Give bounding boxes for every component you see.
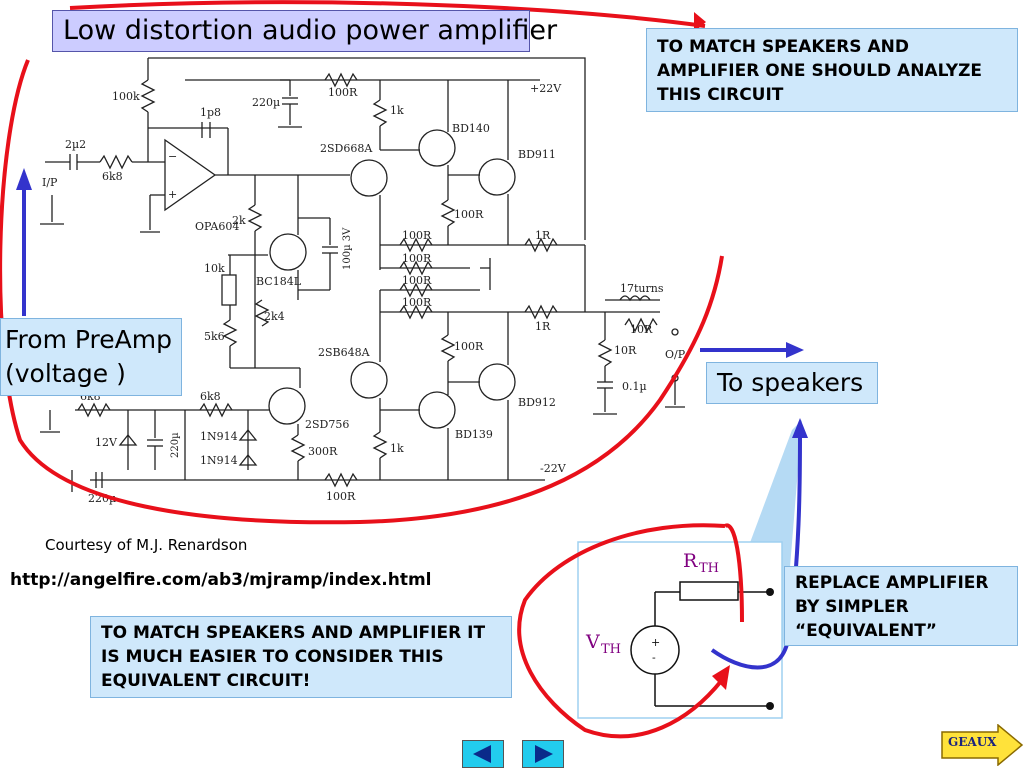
lbl-100u3v: 100µ 3V bbox=[342, 227, 353, 270]
equivalent-circuit-box bbox=[577, 541, 783, 719]
lbl-100r-c: 100R bbox=[402, 274, 432, 287]
lbl-1n914-b: 1N914 bbox=[200, 454, 238, 467]
red-outline-equivalent bbox=[517, 523, 744, 739]
lbl-100r-top: 100R bbox=[328, 86, 358, 99]
lbl-100r-bot: 100R bbox=[326, 490, 356, 503]
triangle-left-icon bbox=[473, 745, 491, 763]
rth-sub: TH bbox=[699, 561, 719, 576]
lbl-1n914-a: 1N914 bbox=[200, 430, 238, 443]
lbl-op: O/P bbox=[665, 348, 686, 361]
lbl-opa604: OPA604 bbox=[195, 220, 239, 233]
lbl-bd912: BD912 bbox=[518, 396, 556, 409]
lbl-2sd756: 2SD756 bbox=[305, 418, 349, 431]
lbl-1p8: 1p8 bbox=[200, 106, 221, 119]
label-to-speakers: To speakers bbox=[706, 362, 878, 404]
lbl-10r-b: 10R bbox=[614, 344, 637, 357]
blue-arrowhead-equivalent bbox=[792, 418, 808, 438]
lbl-220u-top: 220µ bbox=[252, 96, 280, 109]
lbl-100r-b: 100R bbox=[402, 252, 432, 265]
lbl-ip: I/P bbox=[42, 176, 58, 189]
prev-slide-button[interactable] bbox=[462, 740, 504, 768]
lbl-minus22: -22V bbox=[540, 462, 567, 475]
slide-title: Low distortion audio power amplifier bbox=[52, 10, 557, 52]
lbl-220u-mid: 220µ bbox=[170, 432, 181, 458]
lbl-opamp-minus: − bbox=[168, 150, 177, 163]
vth-sub: TH bbox=[601, 642, 621, 657]
lbl-100r-bd: 100R bbox=[454, 208, 484, 221]
lbl-1k-top: 1k bbox=[390, 104, 404, 117]
triangle-right-icon bbox=[535, 745, 553, 763]
arrow-right-icon bbox=[941, 723, 1024, 767]
courtesy-credit: Courtesy of M.J. Renardson bbox=[45, 536, 248, 554]
blue-arrow-preamp bbox=[16, 168, 32, 190]
red-outline-schematic bbox=[0, 0, 724, 525]
lbl-17turns: 17turns bbox=[620, 282, 664, 295]
lbl-6k8-b: 6k8 bbox=[200, 390, 221, 403]
blue-arrow-speakers bbox=[786, 342, 804, 358]
lbl-bc184l: BC184L bbox=[256, 275, 302, 288]
lbl-1k-bot: 1k bbox=[390, 442, 404, 455]
lbl-5k6: 5k6 bbox=[204, 330, 225, 343]
lbl-bd140: BD140 bbox=[452, 122, 490, 135]
lbl-1r-b: 1R bbox=[535, 320, 551, 333]
lbl-1r-a: 1R bbox=[535, 229, 551, 242]
lbl-opamp-plus: + bbox=[168, 188, 177, 201]
note-analyze-circuit: TO MATCH SPEAKERS AND AMPLIFIER ONE SHOU… bbox=[646, 28, 1018, 112]
lbl-100k: 100k bbox=[112, 90, 140, 103]
lbl-plus22: +22V bbox=[530, 82, 562, 95]
lbl-10k: 10k bbox=[204, 262, 225, 275]
lbl-300r: 300R bbox=[308, 445, 338, 458]
lbl-bd911: BD911 bbox=[518, 148, 556, 161]
lbl-2k4: 2k4 bbox=[264, 310, 285, 323]
lbl-12v: 12V bbox=[95, 436, 118, 449]
lbl-10r-a: 10R bbox=[630, 323, 653, 336]
note-replace-amplifier: REPLACE AMPLIFIER BY SIMPLER “EQUIVALENT… bbox=[784, 566, 1018, 646]
lbl-100r-e: 100R bbox=[454, 340, 484, 353]
label-from-preamp: From PreAmp (voltage ) bbox=[0, 318, 182, 396]
vth-label: V bbox=[585, 631, 600, 653]
note-equivalent-circuit: TO MATCH SPEAKERS AND AMPLIFIER IT IS MU… bbox=[90, 616, 512, 698]
lbl-100r-a: 100R bbox=[402, 229, 432, 242]
geaux-button[interactable]: GEAUX bbox=[940, 723, 1024, 767]
lbl-100r-d: 100R bbox=[402, 296, 432, 309]
lbl-2k: 2k bbox=[232, 214, 246, 227]
red-arrowhead-bottom bbox=[712, 665, 730, 690]
red-arrowhead-top bbox=[694, 12, 706, 32]
rth-label: R bbox=[683, 550, 698, 572]
source-minus: - bbox=[652, 651, 656, 664]
lbl-2sb648a: 2SB648A bbox=[318, 346, 371, 359]
lbl-0u1: 0.1µ bbox=[622, 380, 647, 393]
lbl-bd139: BD139 bbox=[455, 428, 493, 441]
geaux-label: GEAUX bbox=[948, 735, 997, 749]
next-slide-button[interactable] bbox=[522, 740, 564, 768]
lbl-2u2: 2µ2 bbox=[65, 138, 86, 151]
lbl-6k8-in: 6k8 bbox=[102, 170, 123, 183]
source-url[interactable]: http://angelfire.com/ab3/mjramp/index.ht… bbox=[10, 570, 432, 590]
lbl-2sd668a: 2SD668A bbox=[320, 142, 373, 155]
source-plus: + bbox=[651, 636, 660, 649]
